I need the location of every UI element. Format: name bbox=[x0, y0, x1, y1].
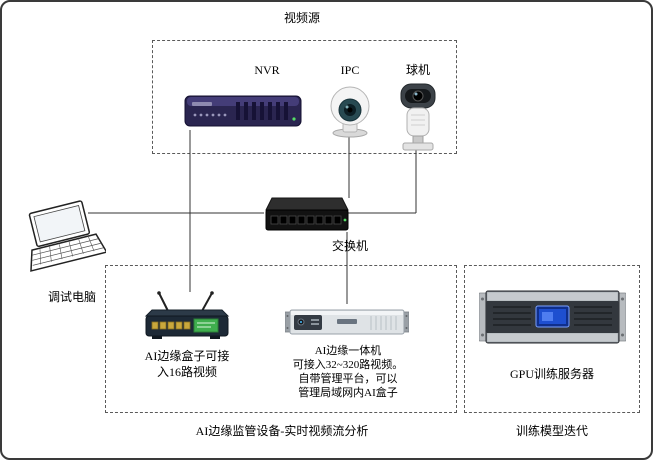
laptop-label: 调试电脑 bbox=[47, 290, 96, 304]
edge-group-caption: AI边缘监管设备-实时视频流分析 bbox=[195, 424, 369, 438]
edge-box-label: AI边缘盒子可接 入16路视频 bbox=[134, 348, 240, 380]
aio-label: AI边缘一体机 可接入32~320路视频。 自带管理平台，可以 管理局域网内AI… bbox=[282, 344, 414, 400]
edge-group-box bbox=[105, 265, 457, 413]
aio-label-line4: 管理局域网内AI盒子 bbox=[298, 387, 398, 399]
edge-box-label-line2: 入16路视频 bbox=[156, 365, 217, 379]
aio-label-line3: 自带管理平台，可以 bbox=[298, 373, 398, 385]
gpu-group-caption: 训练模型迭代 bbox=[515, 424, 588, 438]
nvr-label: NVR bbox=[254, 63, 280, 77]
aio-server-device bbox=[285, 300, 409, 342]
ipc-camera-device bbox=[327, 84, 373, 138]
edge-box-label-line1: AI边缘盒子可接 bbox=[144, 349, 230, 363]
aio-label-line1: AI边缘一体机 bbox=[314, 345, 382, 357]
gpu-server-device bbox=[479, 285, 626, 349]
laptop-device bbox=[22, 200, 106, 276]
edge-box-device bbox=[138, 290, 236, 346]
gpu-group-box bbox=[464, 265, 640, 413]
nvr-device bbox=[184, 88, 302, 132]
switch-label: 交换机 bbox=[331, 239, 368, 253]
video-source-group-box bbox=[152, 40, 457, 154]
switch-device bbox=[262, 192, 350, 236]
ptz-camera-device bbox=[394, 82, 442, 152]
ptz-label: 球机 bbox=[405, 63, 430, 77]
video-source-title: 视频源 bbox=[283, 11, 320, 25]
gpu-server-label: GPU训练服务器 bbox=[509, 367, 594, 381]
aio-label-line2: 可接入32~320路视频。 bbox=[292, 359, 404, 371]
ipc-label: IPC bbox=[340, 63, 360, 77]
